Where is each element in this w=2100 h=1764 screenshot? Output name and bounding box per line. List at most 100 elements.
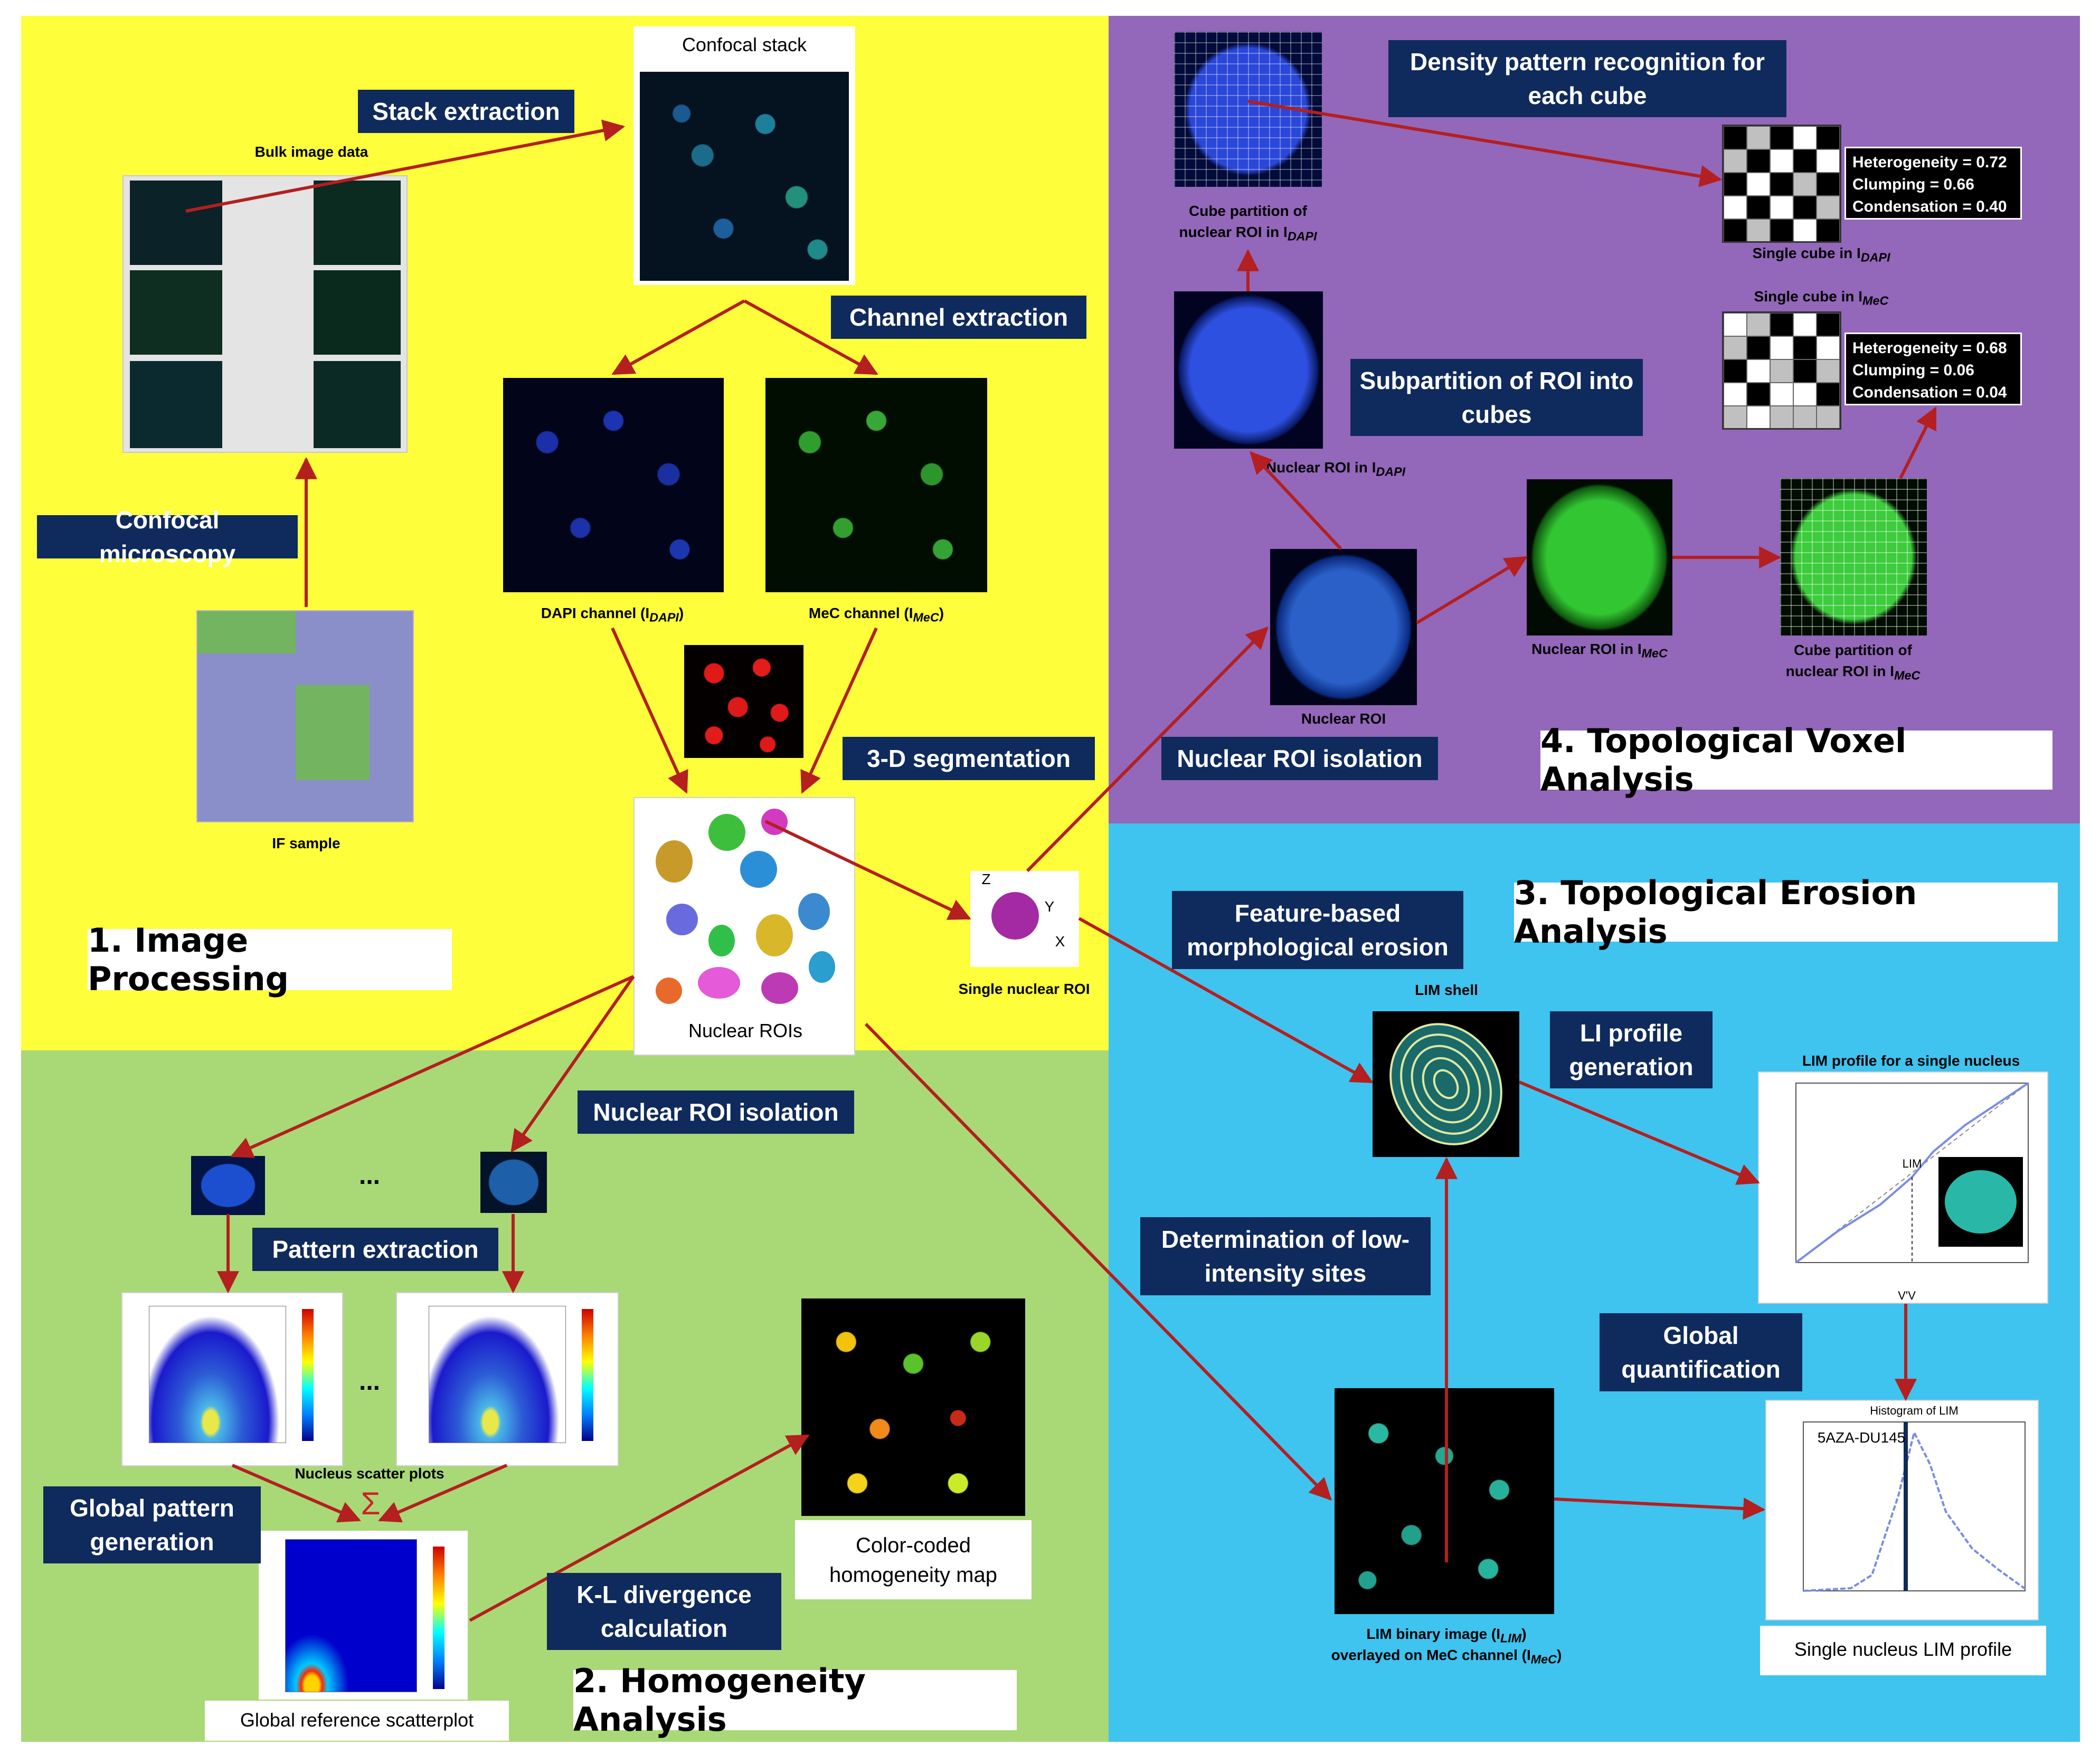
lim-shell-image — [1373, 1011, 1519, 1157]
nuclear-roi-mec-caption-sub: MeC — [1641, 646, 1668, 660]
single-cube-mec-caption-text: Single cube in I — [1754, 288, 1863, 305]
cube-partition-dapi-caption-2-text: nuclear ROI in I — [1179, 224, 1288, 240]
roi-thumb-right — [480, 1152, 547, 1213]
lim-binary-caption-2: overlayed on MeC channel (IMeC) — [1331, 1647, 1562, 1666]
bulk-image-data-panel — [122, 175, 408, 453]
nuclear-roi-dapi-caption: Nuclear ROI in IDAPI — [1256, 459, 1415, 479]
lim-profile-marker: LIM — [1902, 1157, 1922, 1170]
measures-dapi-box: Heterogeneity = 0.72 Clumping = 0.66 Con… — [1844, 147, 2022, 220]
if-sample-caption: IF sample — [272, 835, 340, 851]
step-density-pattern: Density pattern recognition for each cub… — [1388, 40, 1786, 117]
roi-blob-8 — [708, 925, 735, 956]
single-cube-dapi-caption: Single cube in IDAPI — [1742, 245, 1900, 265]
single-nuclear-roi-panel: Z Y X — [970, 871, 1079, 967]
confocal-stack-panel: Confocal stack — [633, 26, 855, 285]
single-cube-dapi-grid — [1722, 125, 1841, 243]
roi-blob-11 — [656, 978, 682, 1004]
confocal-stack-image — [640, 72, 849, 281]
roi-blob-10 — [761, 972, 798, 1004]
single-nuclear-roi-caption: Single nuclear ROI — [958, 981, 1090, 997]
dapi-channel-caption-sub: DAPI — [649, 610, 679, 624]
title-image-processing: 1. Image Processing — [88, 921, 452, 998]
step-pattern-extraction: Pattern extraction — [252, 1228, 498, 1271]
dapi-channel-image — [503, 378, 724, 592]
lim-profile-svg — [1795, 1082, 2029, 1264]
ellipsis-middle: ... — [358, 1368, 380, 1396]
single-cube-dapi-grid-svg — [1723, 126, 1840, 243]
confocal-stack-caption: Confocal stack — [682, 34, 807, 55]
if-sample-tile-2 — [296, 685, 370, 780]
dapi-channel-caption-text: DAPI channel (I — [541, 605, 650, 621]
roi-blob-6 — [756, 914, 793, 956]
step-low-intensity: Determination of low-intensity sites — [1140, 1217, 1431, 1295]
step-stack-extraction: Stack extraction — [358, 90, 574, 133]
lim-profile-xlabel: V'V — [1898, 1289, 1916, 1302]
roi-blob-4 — [740, 851, 777, 888]
lim-binary-caption-1-text: LIM binary image (I — [1366, 1626, 1501, 1642]
title-homogeneity-analysis: 2. Homogeneity Analysis — [573, 1662, 1017, 1739]
mec-channel-caption-sub: MeC — [913, 610, 939, 624]
homogeneity-map-caption: Color-coded homogeneity map — [829, 1534, 997, 1587]
homogeneity-map-image — [801, 1298, 1025, 1516]
roi-blob-9 — [698, 967, 740, 999]
lim-histogram-label: 5AZA-DU145 — [1817, 1429, 1906, 1446]
step-global-pattern-generation: Global pattern generation — [43, 1486, 261, 1563]
global-reference-scatterplot-caption: Global reference scatterplot — [240, 1709, 474, 1731]
single-cube-mec-caption-sub: MeC — [1862, 293, 1889, 308]
global-scatter-area — [285, 1539, 417, 1692]
measure-dapi-clumping: Clumping = 0.66 — [1852, 176, 1974, 193]
single-nucleus-lim-profile-caption: Single nucleus LIM profile — [1794, 1638, 2012, 1660]
bulk-thumb-1 — [130, 181, 222, 265]
nuclear-roi-mec-image — [1527, 479, 1672, 636]
nuclear-roi-dapi-image — [1174, 291, 1323, 449]
scatter-plot-right — [396, 1292, 619, 1466]
lim-histogram-svg — [1803, 1421, 2026, 1592]
lim-profile-title: LIM profile for a single nucleus — [1802, 1052, 2020, 1069]
single-nucleus-lim-profile-caption-box: Single nucleus LIM profile — [1760, 1626, 2046, 1675]
scatter-plot-left-area — [149, 1306, 286, 1443]
single-cube-dapi-caption-text: Single cube in I — [1752, 245, 1861, 261]
bulk-thumb-6 — [314, 361, 401, 448]
scatter-plot-right-colorbar — [582, 1309, 593, 1441]
title-topological-erosion-analysis: 3. Topological Erosion Analysis — [1514, 874, 2058, 951]
lim-profile-chart: LIM V'V — [1758, 1071, 2048, 1304]
roi-thumb-left — [191, 1156, 265, 1215]
measure-mec-heterogeneity: Heterogeneity = 0.68 — [1852, 339, 2007, 357]
step-subpartition: Subpartition of ROI into cubes — [1350, 359, 1643, 436]
nuclear-roi-dapi-caption-text: Nuclear ROI in I — [1265, 459, 1376, 476]
nuclear-roi-caption: Nuclear ROI — [1301, 710, 1386, 727]
cube-partition-mec-caption-2-sub: MeC — [1894, 668, 1921, 682]
single-roi-axis-z: Z — [981, 871, 991, 887]
nucleus-scatter-plots-caption: Nucleus scatter plots — [295, 1465, 444, 1482]
cube-partition-mec-caption-2: nuclear ROI in IMeC — [1774, 663, 1932, 683]
nuclear-roi-mec-caption: Nuclear ROI in IMeC — [1520, 641, 1679, 661]
mec-channel-caption: MeC channel (IMeC) — [808, 605, 944, 624]
global-reference-scatterplot-panel — [259, 1531, 468, 1700]
nuclear-rois-panel: Nuclear ROIs — [633, 797, 855, 1056]
sigma-symbol: Σ — [361, 1486, 381, 1521]
global-scatter-colorbar — [433, 1547, 444, 1689]
nuclear-roi-mec-caption-text: Nuclear ROI in I — [1531, 641, 1642, 657]
bulk-thumb-3 — [130, 270, 222, 355]
cube-partition-dapi-caption-1: Cube partition of — [1189, 203, 1307, 219]
step-channel-extraction: Channel extraction — [831, 296, 1086, 339]
title-topological-voxel-analysis: 4. Topological Voxel Analysis — [1540, 722, 2052, 799]
cube-partition-mec-image — [1780, 478, 1927, 636]
cube-partition-dapi-caption-2: nuclear ROI in IDAPI — [1169, 224, 1327, 244]
nuclear-rois-caption: Nuclear ROIs — [688, 1020, 803, 1041]
step-confocal-microscopy: Confocal microscopy — [37, 506, 298, 567]
single-cube-mec-grid — [1722, 311, 1841, 430]
single-roi-nucleus — [991, 892, 1039, 940]
step-nuclear-roi-isolation-q4: Nuclear ROI isolation — [1161, 737, 1438, 780]
step-global-quantification: Global quantification — [1600, 1313, 1802, 1391]
roi-blob-5 — [666, 904, 698, 935]
homogeneity-map-caption-box: Color-coded homogeneity map — [795, 1520, 1032, 1599]
bulk-thumb-2 — [314, 181, 401, 265]
lim-histogram-chart: Histogram of LIM 5AZA-DU145 — [1765, 1400, 2039, 1620]
step-kl-divergence: K-L divergence calculation — [547, 1573, 781, 1650]
step-3d-segmentation: 3-D segmentation — [843, 737, 1095, 780]
mec-channel-caption-text: MeC channel (I — [808, 605, 913, 621]
single-roi-axis-y: Y — [1044, 898, 1055, 915]
measure-mec-condensation: Condensation = 0.04 — [1852, 384, 2007, 401]
